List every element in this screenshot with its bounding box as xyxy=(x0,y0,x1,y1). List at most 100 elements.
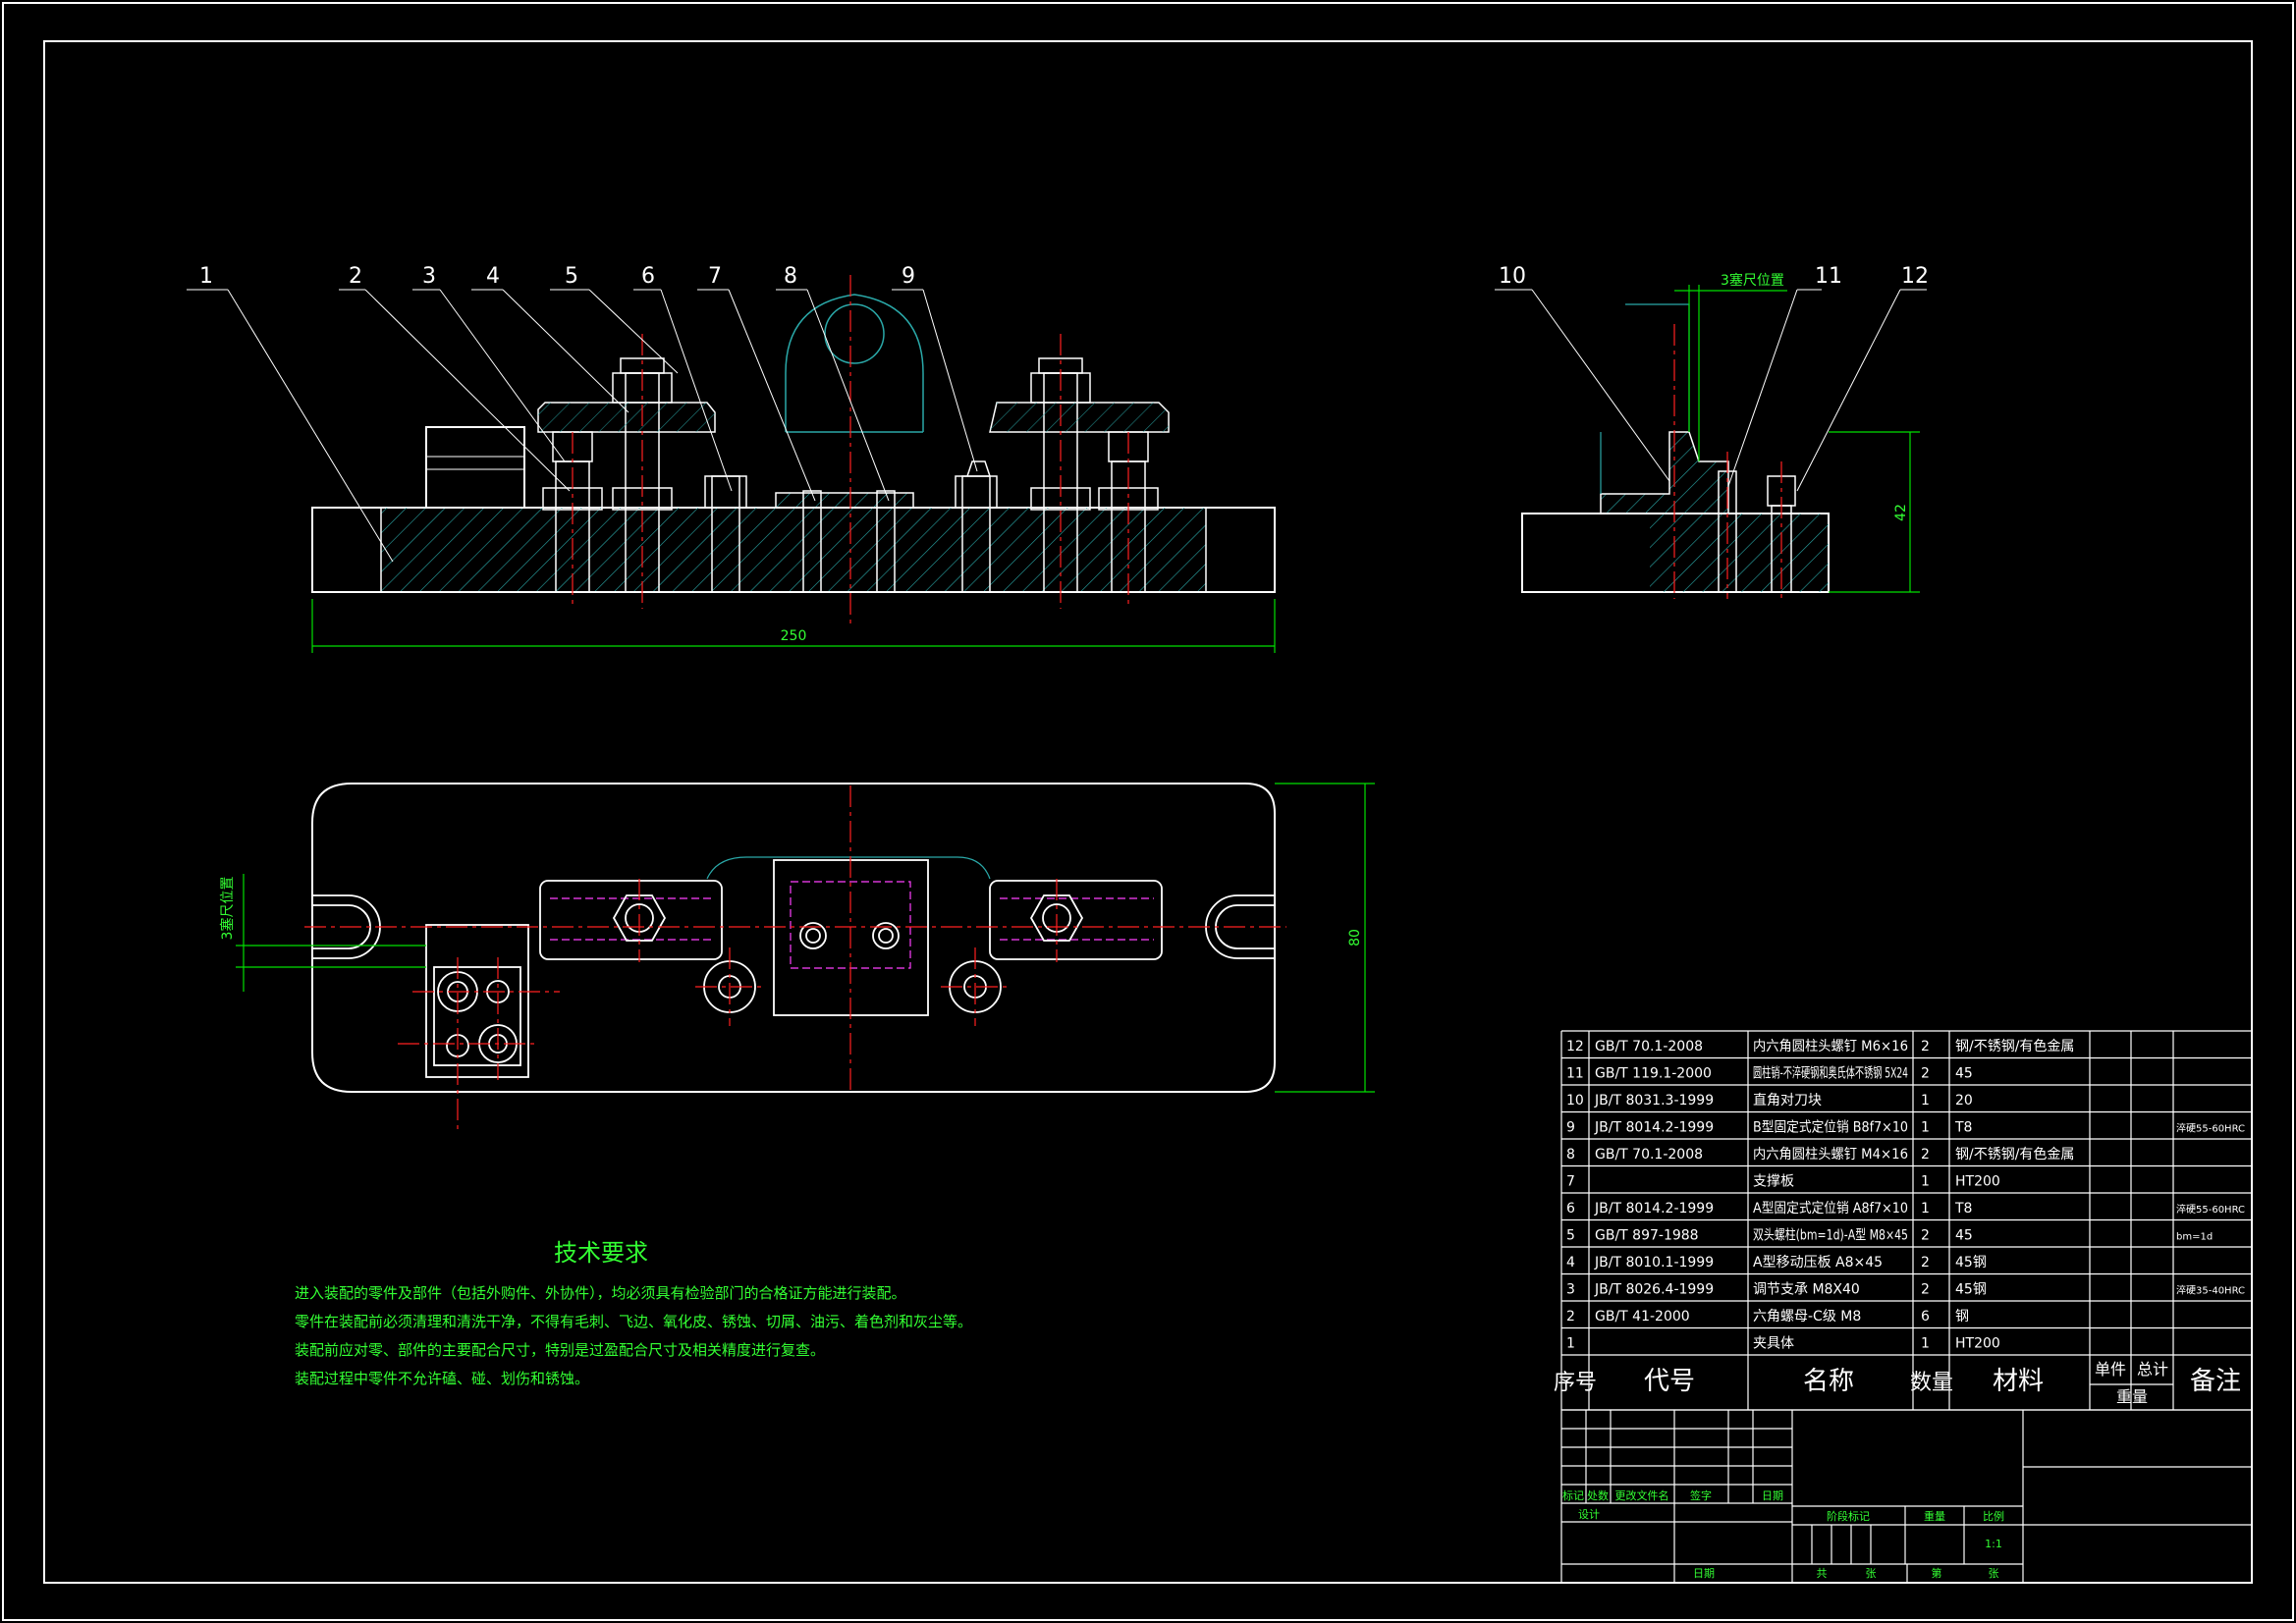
bom-cell-remark: 淬硬55-60HRC xyxy=(2176,1203,2245,1216)
bom-cell-material: HT200 xyxy=(1955,1174,2000,1190)
callout-3: 3 xyxy=(422,264,436,289)
side-section-view xyxy=(1495,285,1927,599)
bom-cell-material: T8 xyxy=(1954,1120,1972,1136)
tech-title: 技术要求 xyxy=(554,1239,648,1267)
callout-8: 8 xyxy=(784,264,797,289)
front-callouts: 1 2 3 4 5 6 7 8 9 xyxy=(199,264,915,289)
tech-line-3: 装配前应对零、部件的主要配合尺寸，特别是过盈配合尺寸及相关精度进行复查。 xyxy=(295,1341,825,1359)
table-row: 3 JB/T 8026.4-1999 调节支承 M8X40 2 45钢 淬硬35-40HR… xyxy=(1566,1282,2245,1298)
bom-cell-no: 3 xyxy=(1566,1282,1575,1298)
bom-cell-qty: 1 xyxy=(1921,1336,1930,1352)
bom-header-name: 名称 xyxy=(1803,1367,1854,1396)
tb-sign: 签字 xyxy=(1690,1488,1712,1502)
bom-cell-no: 12 xyxy=(1566,1039,1584,1055)
bom-cell-no: 1 xyxy=(1566,1336,1575,1352)
bom-header-unit: 单件 xyxy=(2095,1360,2126,1379)
bom-cell-no: 7 xyxy=(1566,1174,1575,1190)
bom-cell-remark: 淬硬55-60HRC xyxy=(2176,1122,2245,1135)
bom-cell-material: 钢/不锈钢/有色金属 xyxy=(1955,1038,2074,1055)
tb-sheets: 张 xyxy=(1866,1567,1877,1580)
tb-weight: 重量 xyxy=(1924,1509,1945,1523)
tb-count: 处数 xyxy=(1587,1489,1609,1502)
tb-scale-value: 1:1 xyxy=(1985,1538,2002,1550)
bom-cell-code: GB/T 41-2000 xyxy=(1595,1309,1690,1325)
bom-cell-code: JB/T 8010.1-1999 xyxy=(1594,1255,1714,1271)
tech-line-1: 进入装配的零件及部件（包括外购件、外协件），均必须具有检验部门的合格证方能进行装… xyxy=(295,1284,906,1302)
bom-cell-name: A型移动压板 A8×45 xyxy=(1753,1255,1883,1271)
bom-cell-no: 6 xyxy=(1566,1201,1575,1217)
bom-cell-qty: 2 xyxy=(1921,1066,1930,1082)
table-row: 8 GB/T 70.1-2008 内六角圆柱头螺钉 M4×16 2 钢/不锈钢/有色金属 xyxy=(1566,1146,2074,1163)
bom-header-no: 序号 xyxy=(1554,1371,1597,1395)
bom-cell-name: 内六角圆柱头螺钉 M6×16 xyxy=(1753,1039,1908,1055)
bom-cell-qty: 2 xyxy=(1921,1255,1930,1271)
bom-cell-qty: 2 xyxy=(1921,1282,1930,1298)
bom-cell-remark: 淬硬35-40HRC xyxy=(2176,1284,2245,1297)
callout-2: 2 xyxy=(349,264,362,289)
bom-cell-qty: 1 xyxy=(1921,1174,1930,1190)
callout-4: 4 xyxy=(486,264,500,289)
bom-cell-code: JB/T 8026.4-1999 xyxy=(1594,1282,1714,1298)
callout-6: 6 xyxy=(641,264,655,289)
side-callouts: 10 11 12 xyxy=(1499,264,1929,289)
bom-cell-code: GB/T 119.1-2000 xyxy=(1595,1066,1712,1082)
bom-cell-name: 双头螺柱(bm=1d)-A型 M8×45 xyxy=(1753,1228,1908,1244)
bom-cell-qty: 2 xyxy=(1921,1039,1930,1055)
bom-cell-code: GB/T 897-1988 xyxy=(1595,1228,1699,1244)
callout-1: 1 xyxy=(199,264,213,289)
bom-cell-code: JB/T 8014.2-1999 xyxy=(1594,1201,1714,1217)
gauge-label-top: 3塞尺位置 xyxy=(219,877,236,941)
bom-header-material: 材料 xyxy=(1993,1367,2044,1396)
bom-cell-no: 10 xyxy=(1566,1093,1584,1109)
front-section-view xyxy=(187,275,1276,653)
bom-cell-material: 45 xyxy=(1955,1066,1973,1082)
dim-height-side: 42 xyxy=(1893,504,1909,521)
tb-change-doc: 更改文件名 xyxy=(1615,1488,1669,1502)
bom-cell-qty: 2 xyxy=(1921,1147,1930,1163)
bom-cell-qty: 2 xyxy=(1921,1228,1930,1244)
tb-scale: 比例 xyxy=(1983,1509,2004,1523)
bom-cell-name: 内六角圆柱头螺钉 M4×16 xyxy=(1753,1147,1908,1163)
bom-header-total: 总计 xyxy=(2137,1360,2168,1379)
bom-cell-name: 调节支承 M8X40 xyxy=(1753,1282,1860,1298)
tech-line-4: 装配过程中零件不允许磕、碰、划伤和锈蚀。 xyxy=(295,1370,589,1387)
bom-cell-material: 钢/不锈钢/有色金属 xyxy=(1955,1146,2074,1163)
bom-cell-material: 钢 xyxy=(1955,1309,1969,1325)
tb-mark: 标记 xyxy=(1562,1488,1584,1502)
bom-cell-material: 45 xyxy=(1955,1228,1973,1244)
callout-7: 7 xyxy=(708,264,722,289)
top-view xyxy=(236,783,1375,1129)
bom-header-code: 代号 xyxy=(1644,1367,1695,1396)
bom-cell-material: 45钢 xyxy=(1955,1282,1987,1298)
bom-cell-code: JB/T 8031.3-1999 xyxy=(1594,1093,1714,1109)
bom-cell-qty: 6 xyxy=(1921,1309,1930,1325)
tech-line-2: 零件在装配前必须清理和清洗干净，不得有毛刺、飞边、氧化皮、锈蚀、切屑、油污、着色… xyxy=(295,1313,972,1330)
bom-header-weight: 重量 xyxy=(2116,1387,2148,1406)
tb-date: 日期 xyxy=(1762,1489,1783,1502)
bom-cell-name: 支撑板 xyxy=(1753,1174,1794,1190)
bom-cell-material: HT200 xyxy=(1955,1336,2000,1352)
bom-header-remark: 备注 xyxy=(2190,1367,2241,1396)
bom-cell-name: 圆柱销-不淬硬钢和奥氏体不锈钢 5X24 xyxy=(1753,1065,1908,1082)
bom-cell-no: 8 xyxy=(1566,1147,1575,1163)
bom-cell-no: 9 xyxy=(1566,1120,1575,1136)
bom-cell-code: GB/T 70.1-2008 xyxy=(1595,1039,1703,1055)
bom-cell-code: JB/T 8014.2-1999 xyxy=(1594,1120,1714,1136)
tb-page: 第 xyxy=(1932,1566,1942,1580)
bom-cell-qty: 1 xyxy=(1921,1120,1930,1136)
dim-length: 250 xyxy=(781,628,807,644)
bom-cell-code: GB/T 70.1-2008 xyxy=(1595,1147,1703,1163)
bom-cell-material: 45钢 xyxy=(1955,1255,1987,1271)
bom-cell-material: 20 xyxy=(1955,1093,1973,1109)
